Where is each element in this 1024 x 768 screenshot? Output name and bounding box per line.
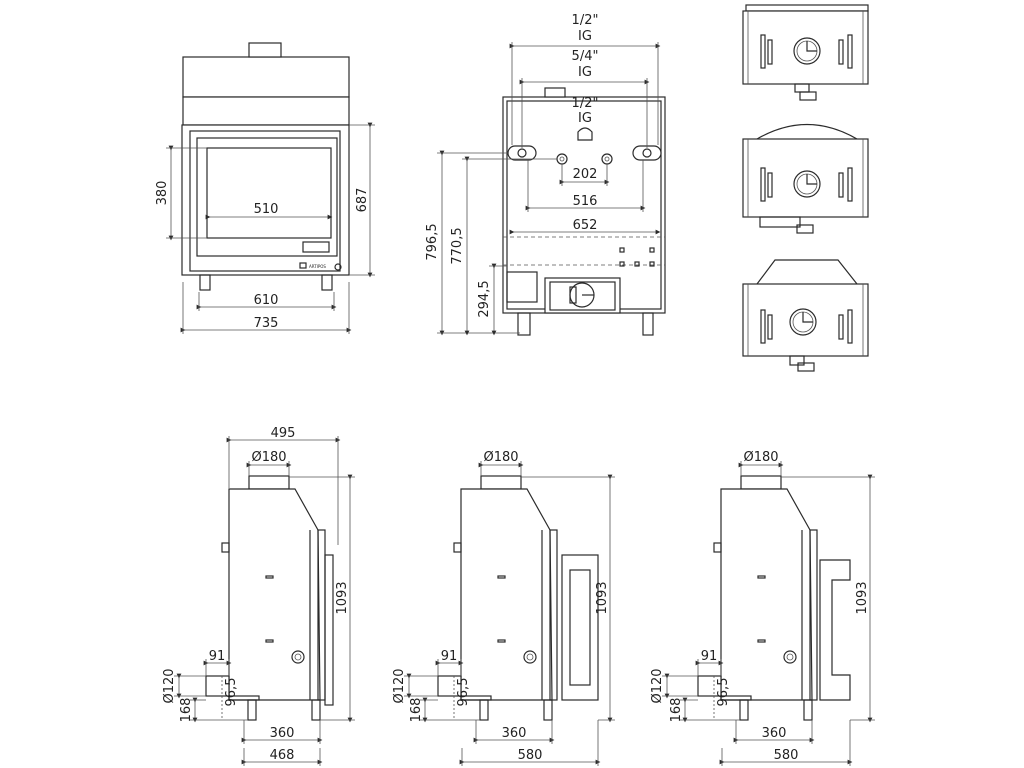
- side1-inlet: 91: [209, 649, 226, 664]
- dim-610: 610: [254, 293, 279, 308]
- side2-feet: 360: [502, 726, 527, 741]
- dim-202: 202: [573, 167, 598, 182]
- dim-pipe-top-type: IG: [578, 29, 592, 44]
- side3-pipe-dia: Ø120: [650, 668, 665, 703]
- side3-depth: 580: [774, 748, 799, 763]
- back-view: 1/2" IG 5/4" IG 1/2" IG 202 516 652 796,…: [425, 13, 666, 336]
- side3-inlet: 91: [701, 649, 718, 664]
- top-view-2: [742, 124, 869, 234]
- dim-735: 735: [254, 316, 279, 331]
- side2-height: 1093: [595, 581, 610, 614]
- side-view-2: Ø180 1093 91 Ø120 168 96,5 360 580: [392, 450, 615, 766]
- dim-pipe-mid: 5/4": [572, 49, 599, 64]
- side2-pipe-offset: 96,5: [456, 678, 471, 707]
- top-view-3: [742, 259, 869, 372]
- side1-height: 1093: [335, 581, 350, 614]
- side3-flue: Ø180: [743, 450, 778, 465]
- dim-652: 652: [573, 218, 598, 233]
- side3-pipe-height: 168: [669, 698, 684, 723]
- side1-pipe-height: 168: [179, 698, 194, 723]
- side-view-3: Ø180 1093 91 Ø120 168 96,5 360 580: [650, 450, 875, 766]
- dim-770: 770,5: [450, 227, 465, 264]
- front-logo: ARTIPOS: [309, 264, 326, 269]
- dim-pipe-small: 1/2": [572, 96, 599, 111]
- side1-depth: 468: [270, 748, 295, 763]
- side1-flue: Ø180: [251, 450, 286, 465]
- dim-687: 687: [355, 188, 370, 213]
- dim-294: 294,5: [477, 280, 492, 317]
- dim-pipe-top: 1/2": [572, 13, 599, 28]
- side2-pipe-height: 168: [409, 698, 424, 723]
- side3-height: 1093: [855, 581, 870, 614]
- dim-pipe-small-type: IG: [578, 111, 592, 126]
- side2-inlet: 91: [441, 649, 458, 664]
- side1-pipe-offset: 96,5: [224, 678, 239, 707]
- side-view-1: 495 Ø180 1093 91 Ø120 168 96,5 360 468: [162, 426, 355, 766]
- front-view: ARTIPOS 610 735 510 380 687: [155, 42, 375, 334]
- dim-pipe-mid-type: IG: [578, 65, 592, 80]
- top-view-1: [742, 4, 869, 101]
- side1-feet: 360: [270, 726, 295, 741]
- side2-flue: Ø180: [483, 450, 518, 465]
- side2-pipe-dia: Ø120: [392, 668, 407, 703]
- side2-depth: 580: [518, 748, 543, 763]
- dim-510: 510: [254, 202, 279, 217]
- side3-pipe-offset: 96,5: [716, 678, 731, 707]
- dim-380: 380: [155, 181, 170, 206]
- dim-516: 516: [573, 194, 598, 209]
- dim-796: 796,5: [425, 223, 440, 260]
- glass-window: [206, 147, 332, 239]
- side3-feet: 360: [762, 726, 787, 741]
- side1-pipe-dia: Ø120: [162, 668, 177, 703]
- front-handle: [302, 241, 330, 253]
- side1-dim-495: 495: [271, 426, 296, 441]
